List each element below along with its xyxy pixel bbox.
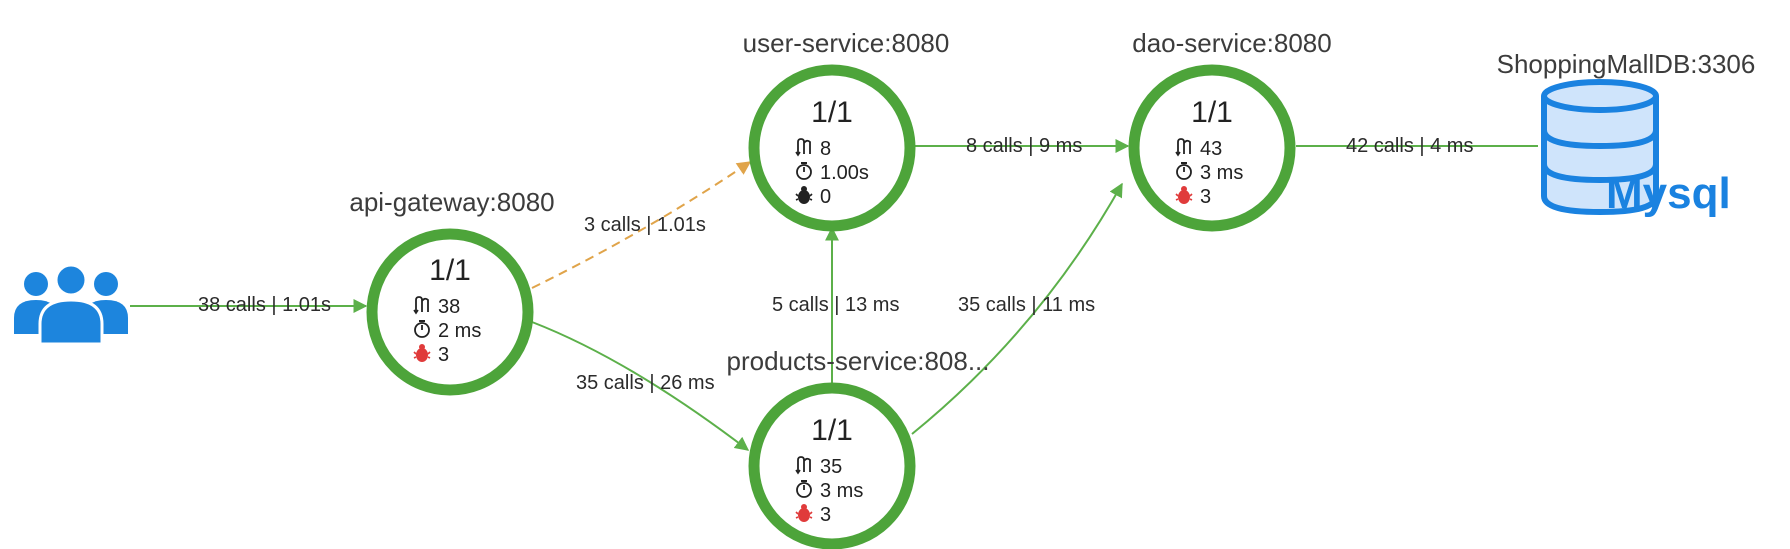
edge-label-user-to-dao: 8 calls | 9 ms xyxy=(966,135,1082,157)
errors-value: 3 xyxy=(1200,186,1211,208)
latency-value: 3 ms xyxy=(1200,162,1243,184)
calls-value: 38 xyxy=(438,296,460,318)
edge-label-dao-to-db: 42 calls | 4 ms xyxy=(1346,135,1473,157)
calls-value: 8 xyxy=(820,138,831,160)
bug-icon xyxy=(795,186,813,204)
service-name: products-service:808... xyxy=(726,346,989,376)
instance-ratio: 1/1 xyxy=(811,414,853,447)
bug-icon xyxy=(1175,186,1193,204)
database-icon xyxy=(1541,79,1659,216)
instance-ratio: 1/1 xyxy=(1191,96,1233,129)
calls-value: 43 xyxy=(1200,138,1222,160)
instance-ratio: 1/1 xyxy=(811,96,853,129)
edge-label-products-to-user: 5 calls | 13 ms xyxy=(772,294,899,316)
edge-gateway-to-user[interactable] xyxy=(531,161,752,289)
edge-label-users-to-gateway: 38 calls | 1.01s xyxy=(198,294,331,316)
service-node-user-service[interactable]: user-service:8080 1/1 8 1.00s 0 xyxy=(743,28,950,232)
errors-value: 3 xyxy=(820,504,831,526)
errors-value: 3 xyxy=(438,344,449,366)
database-type-label: Mysql xyxy=(1606,169,1731,218)
service-name: api-gateway:8080 xyxy=(349,187,554,217)
bug-icon xyxy=(413,344,431,362)
users-icon[interactable] xyxy=(14,263,128,346)
service-name: user-service:8080 xyxy=(743,28,950,58)
latency-value: 3 ms xyxy=(820,480,863,502)
edge-label-gateway-to-products: 35 calls | 26 ms xyxy=(576,372,715,394)
errors-value: 0 xyxy=(820,186,831,208)
service-node-api-gateway[interactable]: api-gateway:8080 1/1 38 2 ms 3 xyxy=(349,187,555,396)
service-name: dao-service:8080 xyxy=(1132,28,1331,58)
instance-ratio: 1/1 xyxy=(429,254,471,287)
edge-products-to-dao[interactable] xyxy=(911,182,1123,435)
latency-value: 2 ms xyxy=(438,320,481,342)
service-node-products-service[interactable]: products-service:808... 1/1 35 3 ms 3 xyxy=(726,346,990,549)
service-node-dao-service[interactable]: dao-service:8080 1/1 43 3 ms 3 xyxy=(1128,28,1332,232)
calls-value: 35 xyxy=(820,456,842,478)
latency-value: 1.00s xyxy=(820,162,869,184)
edge-label-gateway-to-user: 3 calls | 1.01s xyxy=(584,214,706,236)
database-name: ShoppingMallDB:3306 xyxy=(1497,49,1756,79)
edge-gateway-to-products[interactable] xyxy=(531,321,750,451)
bug-icon xyxy=(795,504,813,522)
database-node-shoppingmalldb[interactable]: ShoppingMallDB:3306 Mysql xyxy=(1497,49,1756,218)
edge-label-products-to-dao: 35 calls | 11 ms xyxy=(958,294,1095,316)
